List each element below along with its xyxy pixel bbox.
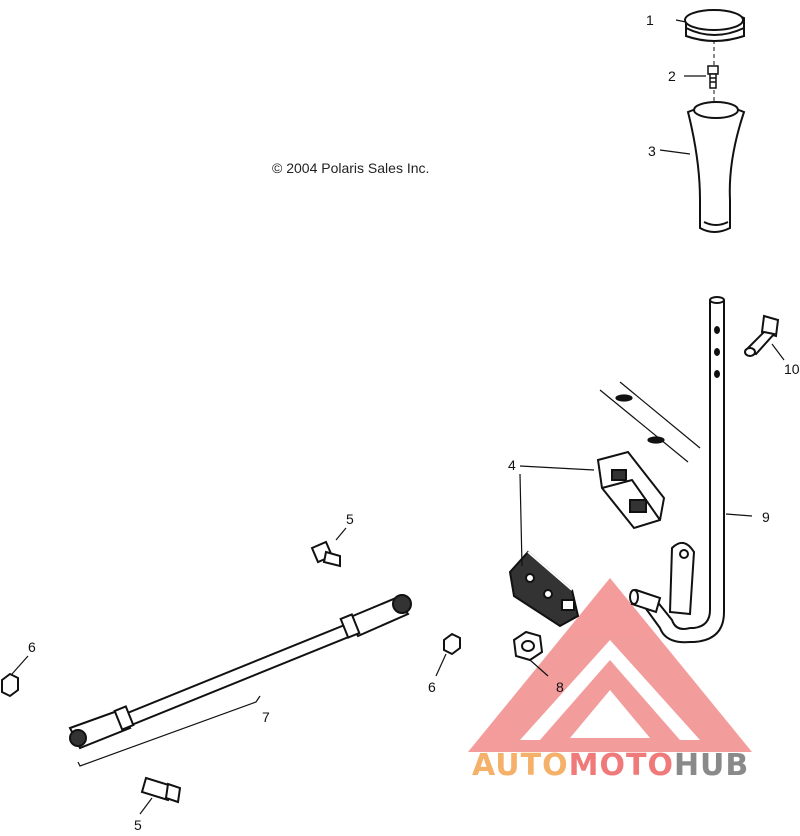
callout-7: 7: [262, 709, 270, 725]
callout-3: 3: [648, 143, 656, 159]
part-screw: [707, 65, 719, 89]
watermark-text: AUTOMOTOHUB: [472, 748, 749, 783]
callout-2: 2: [668, 68, 676, 84]
watermark-logo: [468, 578, 752, 752]
copyright-text: © 2004 Polaris Sales Inc.: [272, 160, 430, 176]
part-bracket-outline: [599, 381, 701, 463]
callout-5-upper: 5: [346, 511, 354, 527]
part-mount-block-upper: [596, 450, 666, 530]
part-nut-6-left: [1, 672, 19, 698]
part-bolt-10: [744, 314, 780, 357]
callout-6-left: 6: [28, 639, 36, 655]
part-shift-lever: [629, 296, 725, 644]
part-knob-cap: [684, 9, 745, 42]
part-handle-grip: [686, 101, 746, 233]
callout-6-right: 6: [428, 679, 436, 695]
callout-4: 4: [508, 457, 516, 473]
watermark-part-auto: AUTO: [472, 748, 569, 783]
callout-1: 1: [646, 12, 654, 28]
callout-8: 8: [556, 679, 564, 695]
callout-10: 10: [784, 361, 800, 377]
part-bolt-5-upper: [310, 540, 341, 568]
part-bolt-5-lower: [140, 776, 182, 804]
rod-bracket-line: [77, 695, 261, 767]
callout-5-lower: 5: [134, 817, 142, 831]
part-mount-block-lower: [508, 550, 580, 628]
part-linkage-rod: [68, 594, 412, 750]
callout-9: 9: [762, 509, 770, 525]
watermark-part-hub: HUB: [673, 748, 750, 783]
part-nut-6-right: [443, 632, 461, 656]
part-nut-8: [512, 630, 544, 662]
watermark-part-moto: MOTO: [568, 748, 674, 783]
